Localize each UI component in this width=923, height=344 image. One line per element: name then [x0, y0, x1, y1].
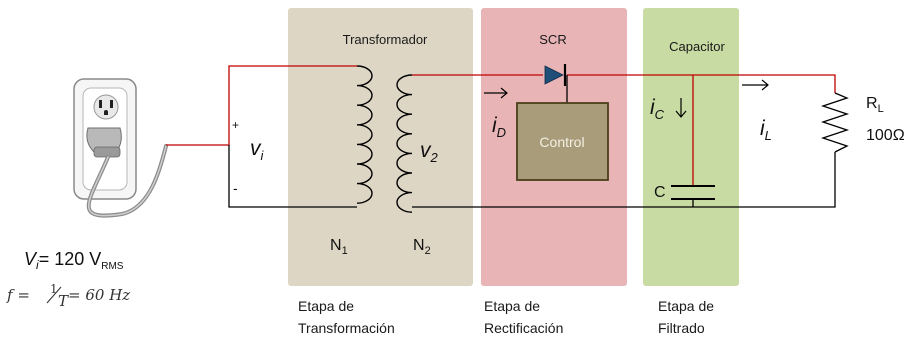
transformer-stage-line1: Etapa de: [298, 298, 354, 314]
scr-symbol: [544, 64, 567, 86]
secondary-coil: [396, 74, 413, 213]
svg-text:T: T: [58, 292, 69, 310]
primary-coil: [356, 65, 373, 204]
id-label: iD: [492, 114, 506, 140]
current-arrows: [484, 79, 769, 118]
n1-label: N1: [330, 237, 348, 257]
scr-stage-line2: Rectificación: [484, 320, 563, 336]
svg-text:= 60 Hz: = 60 Hz: [68, 286, 130, 304]
scr-title: SCR: [539, 32, 566, 47]
return-bus-wire: [412, 152, 836, 208]
load-resistor: [820, 92, 850, 153]
capacitor-stage-line1: Etapa de: [658, 298, 714, 314]
ic-label: iC: [650, 96, 665, 122]
svg-text:1: 1: [50, 282, 58, 296]
wires: [166, 65, 836, 208]
capacitor-panel: [643, 8, 739, 286]
vi-label: vi: [250, 137, 265, 163]
transformer-stage-line2: Transformación: [298, 320, 395, 336]
svg-text:f =: f =: [6, 286, 30, 304]
control-box: [516, 102, 609, 181]
scr-stage-line1: Etapa de: [484, 298, 540, 314]
control-label: Control: [539, 134, 584, 150]
frequency-formula: f = 1 T = 60 Hz: [6, 282, 130, 310]
n2-label: N2: [413, 237, 431, 257]
source-hot-wire: [166, 65, 357, 146]
vi-minus-sign: -: [233, 180, 238, 196]
output-hot-wire: [567, 74, 836, 93]
v2-label: v2: [420, 139, 439, 165]
source-spec: Vi= 120 VRMS: [24, 249, 124, 272]
capacitor-label: C: [654, 184, 666, 201]
rl-value: 100Ω: [866, 127, 905, 144]
transformer-title: Transformador: [343, 32, 428, 47]
vi-plus-sign: +: [232, 118, 239, 132]
rl-label: RL: [866, 95, 884, 115]
capacitor-symbol: [671, 185, 715, 200]
il-label: iL: [760, 117, 772, 143]
wall-outlet-icon: [73, 78, 168, 218]
transformer-panel: [288, 8, 473, 286]
capacitor-title: Capacitor: [669, 39, 725, 54]
source-return-wire: [228, 145, 357, 208]
capacitor-stage-line2: Filtrado: [658, 320, 705, 336]
